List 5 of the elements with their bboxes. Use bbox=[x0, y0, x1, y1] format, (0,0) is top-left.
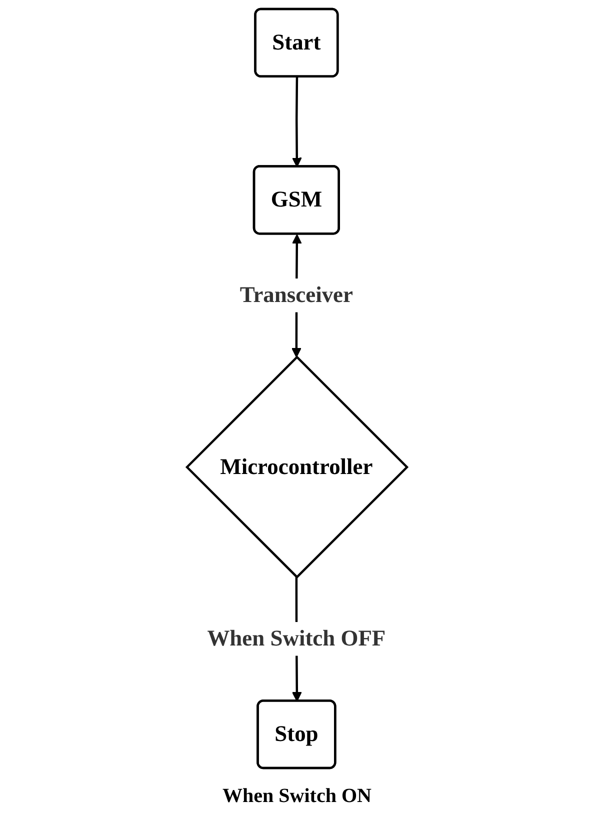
node-diamond: Microcontroller bbox=[185, 356, 409, 579]
arrow bbox=[292, 76, 302, 168]
note-text: When Switch ON bbox=[222, 785, 372, 808]
edge-label: When Switch OFF bbox=[207, 626, 386, 652]
edge-label: Transceiver bbox=[240, 283, 353, 308]
